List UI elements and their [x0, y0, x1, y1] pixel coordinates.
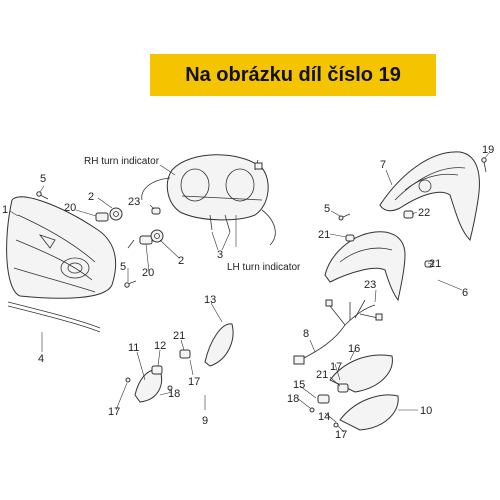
part-label-17a: 17	[188, 376, 200, 388]
part-label-21c: 21	[173, 330, 185, 342]
rear-turn-signal-lower	[339, 394, 399, 431]
part-label-12: 12	[154, 340, 166, 352]
part-label-7: 7	[380, 159, 386, 171]
right-turn-signal-lens	[204, 323, 234, 367]
headlight-support-frame	[166, 154, 269, 221]
part-label-19: 19	[482, 144, 494, 156]
part-label-4: 4	[38, 353, 44, 365]
part-label-3: 3	[217, 249, 223, 261]
part-label-15: 15	[293, 379, 305, 391]
banner-text: Na obrázku díl číslo 19	[185, 63, 401, 86]
part-label-17d: 17	[335, 429, 347, 441]
part-label-21a: 21	[318, 229, 330, 241]
part-label-18a: 18	[168, 388, 180, 400]
part-label-1: 1	[2, 204, 8, 216]
wiring-harness	[299, 304, 376, 361]
rear-light-cover	[379, 151, 480, 241]
part-label-16: 16	[348, 343, 360, 355]
part-label-2b: 2	[178, 255, 184, 267]
part-label-14: 14	[318, 411, 330, 423]
headlight-housing	[6, 196, 117, 299]
part-label-20b: 20	[142, 267, 154, 279]
part-label-22: 22	[418, 207, 430, 219]
part-label-21d: 21	[316, 369, 328, 381]
lh-turn-indicator-note: LH turn indicator	[227, 262, 301, 273]
part-label-8: 8	[303, 328, 309, 340]
part-label-9: 9	[202, 415, 208, 427]
part-label-23b: 23	[364, 279, 376, 291]
part-label-20a: 20	[64, 202, 76, 214]
part-label-5b: 5	[120, 261, 126, 273]
part-label-2a: 2	[88, 191, 94, 203]
part-label-21b: 21	[429, 258, 441, 270]
left-turn-signal-lens	[134, 369, 163, 403]
part-label-17b: 17	[108, 406, 120, 418]
headlight-trim-strip	[7, 301, 101, 329]
part-label-5a: 5	[40, 173, 46, 185]
part-label-5c: 5	[324, 203, 330, 215]
part-label-23a: 23	[128, 196, 140, 208]
part-label-11: 11	[128, 342, 139, 354]
rear-turn-signal-upper	[329, 354, 393, 393]
part-label-17c: 17	[330, 361, 342, 373]
part-label-6: 6	[462, 287, 468, 299]
part-label-18b: 18	[287, 393, 299, 405]
part-label-13: 13	[204, 294, 216, 306]
part-number-banner: Na obrázku díl číslo 19	[150, 54, 436, 96]
part-label-10: 10	[420, 405, 432, 417]
rh-turn-indicator-note: RH turn indicator	[84, 156, 160, 167]
